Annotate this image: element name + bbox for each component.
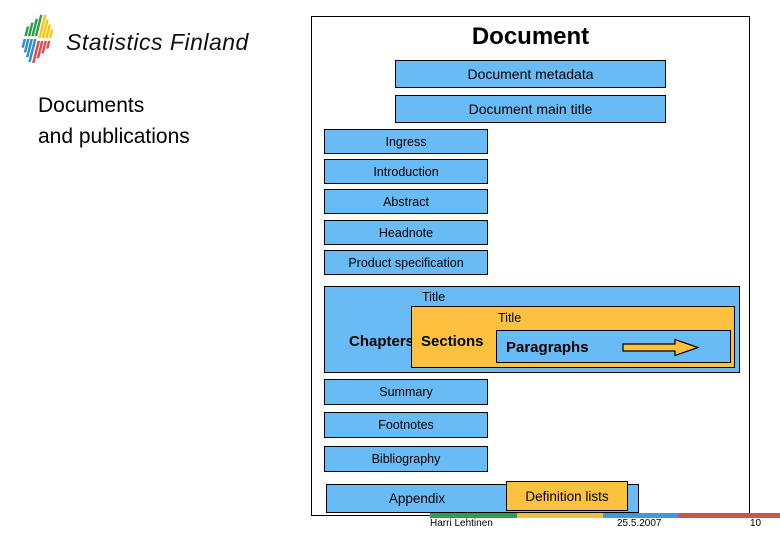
diagram-title: Document <box>471 23 590 50</box>
footer-strip-blue <box>603 513 678 518</box>
footer-strip-green <box>430 513 517 518</box>
box-summary: Summary <box>324 379 488 405</box>
box-document-main-title: Document main title <box>395 95 666 123</box>
chapters-title-label: Title <box>422 290 446 304</box>
box-abstract: Abstract <box>324 189 488 214</box>
subtitle-line-1: Documents <box>38 94 145 117</box>
subtitle-line-2: and publications <box>38 125 190 148</box>
box-definition-lists: Definition lists <box>506 481 628 511</box>
footer-strip-red <box>678 513 780 518</box>
footer-date: 25.5.2007 <box>617 518 662 529</box>
appendix-label: Appendix <box>388 491 446 506</box>
slide-subtitle: Documents and publications <box>38 90 190 152</box>
box-introduction: Introduction <box>324 159 488 184</box>
box-ingress: Ingress <box>324 129 488 154</box>
bar-chart-logo-icon <box>21 14 54 64</box>
box-product-specification: Product specification <box>324 250 488 275</box>
sections-title-label: Title <box>498 311 522 325</box>
footer-author: Harri Lehtinen <box>430 518 493 529</box>
footer-page-number: 10 <box>750 518 762 529</box>
box-headnote: Headnote <box>324 220 488 245</box>
logo-text: Statistics Finland <box>66 28 249 55</box>
box-bibliography: Bibliography <box>324 446 488 472</box>
box-sections: Title Sections Paragraphs <box>411 306 735 368</box>
sections-label: Sections <box>421 333 484 350</box>
right-arrow-icon <box>622 338 700 357</box>
box-footnotes: Footnotes <box>324 412 488 438</box>
footer-strip-orange <box>517 513 603 518</box>
box-paragraphs: Paragraphs <box>496 330 731 363</box>
paragraphs-label: Paragraphs <box>506 339 589 356</box>
document-diagram-container: Document Document metadata Document main… <box>311 16 750 516</box>
box-document-metadata: Document metadata <box>395 60 666 88</box>
chapters-label: Chapters <box>349 333 415 350</box>
box-chapters: Title Chapters Title Sections Paragraphs <box>324 286 740 373</box>
statistics-finland-logo: Statistics Finland <box>16 12 249 64</box>
